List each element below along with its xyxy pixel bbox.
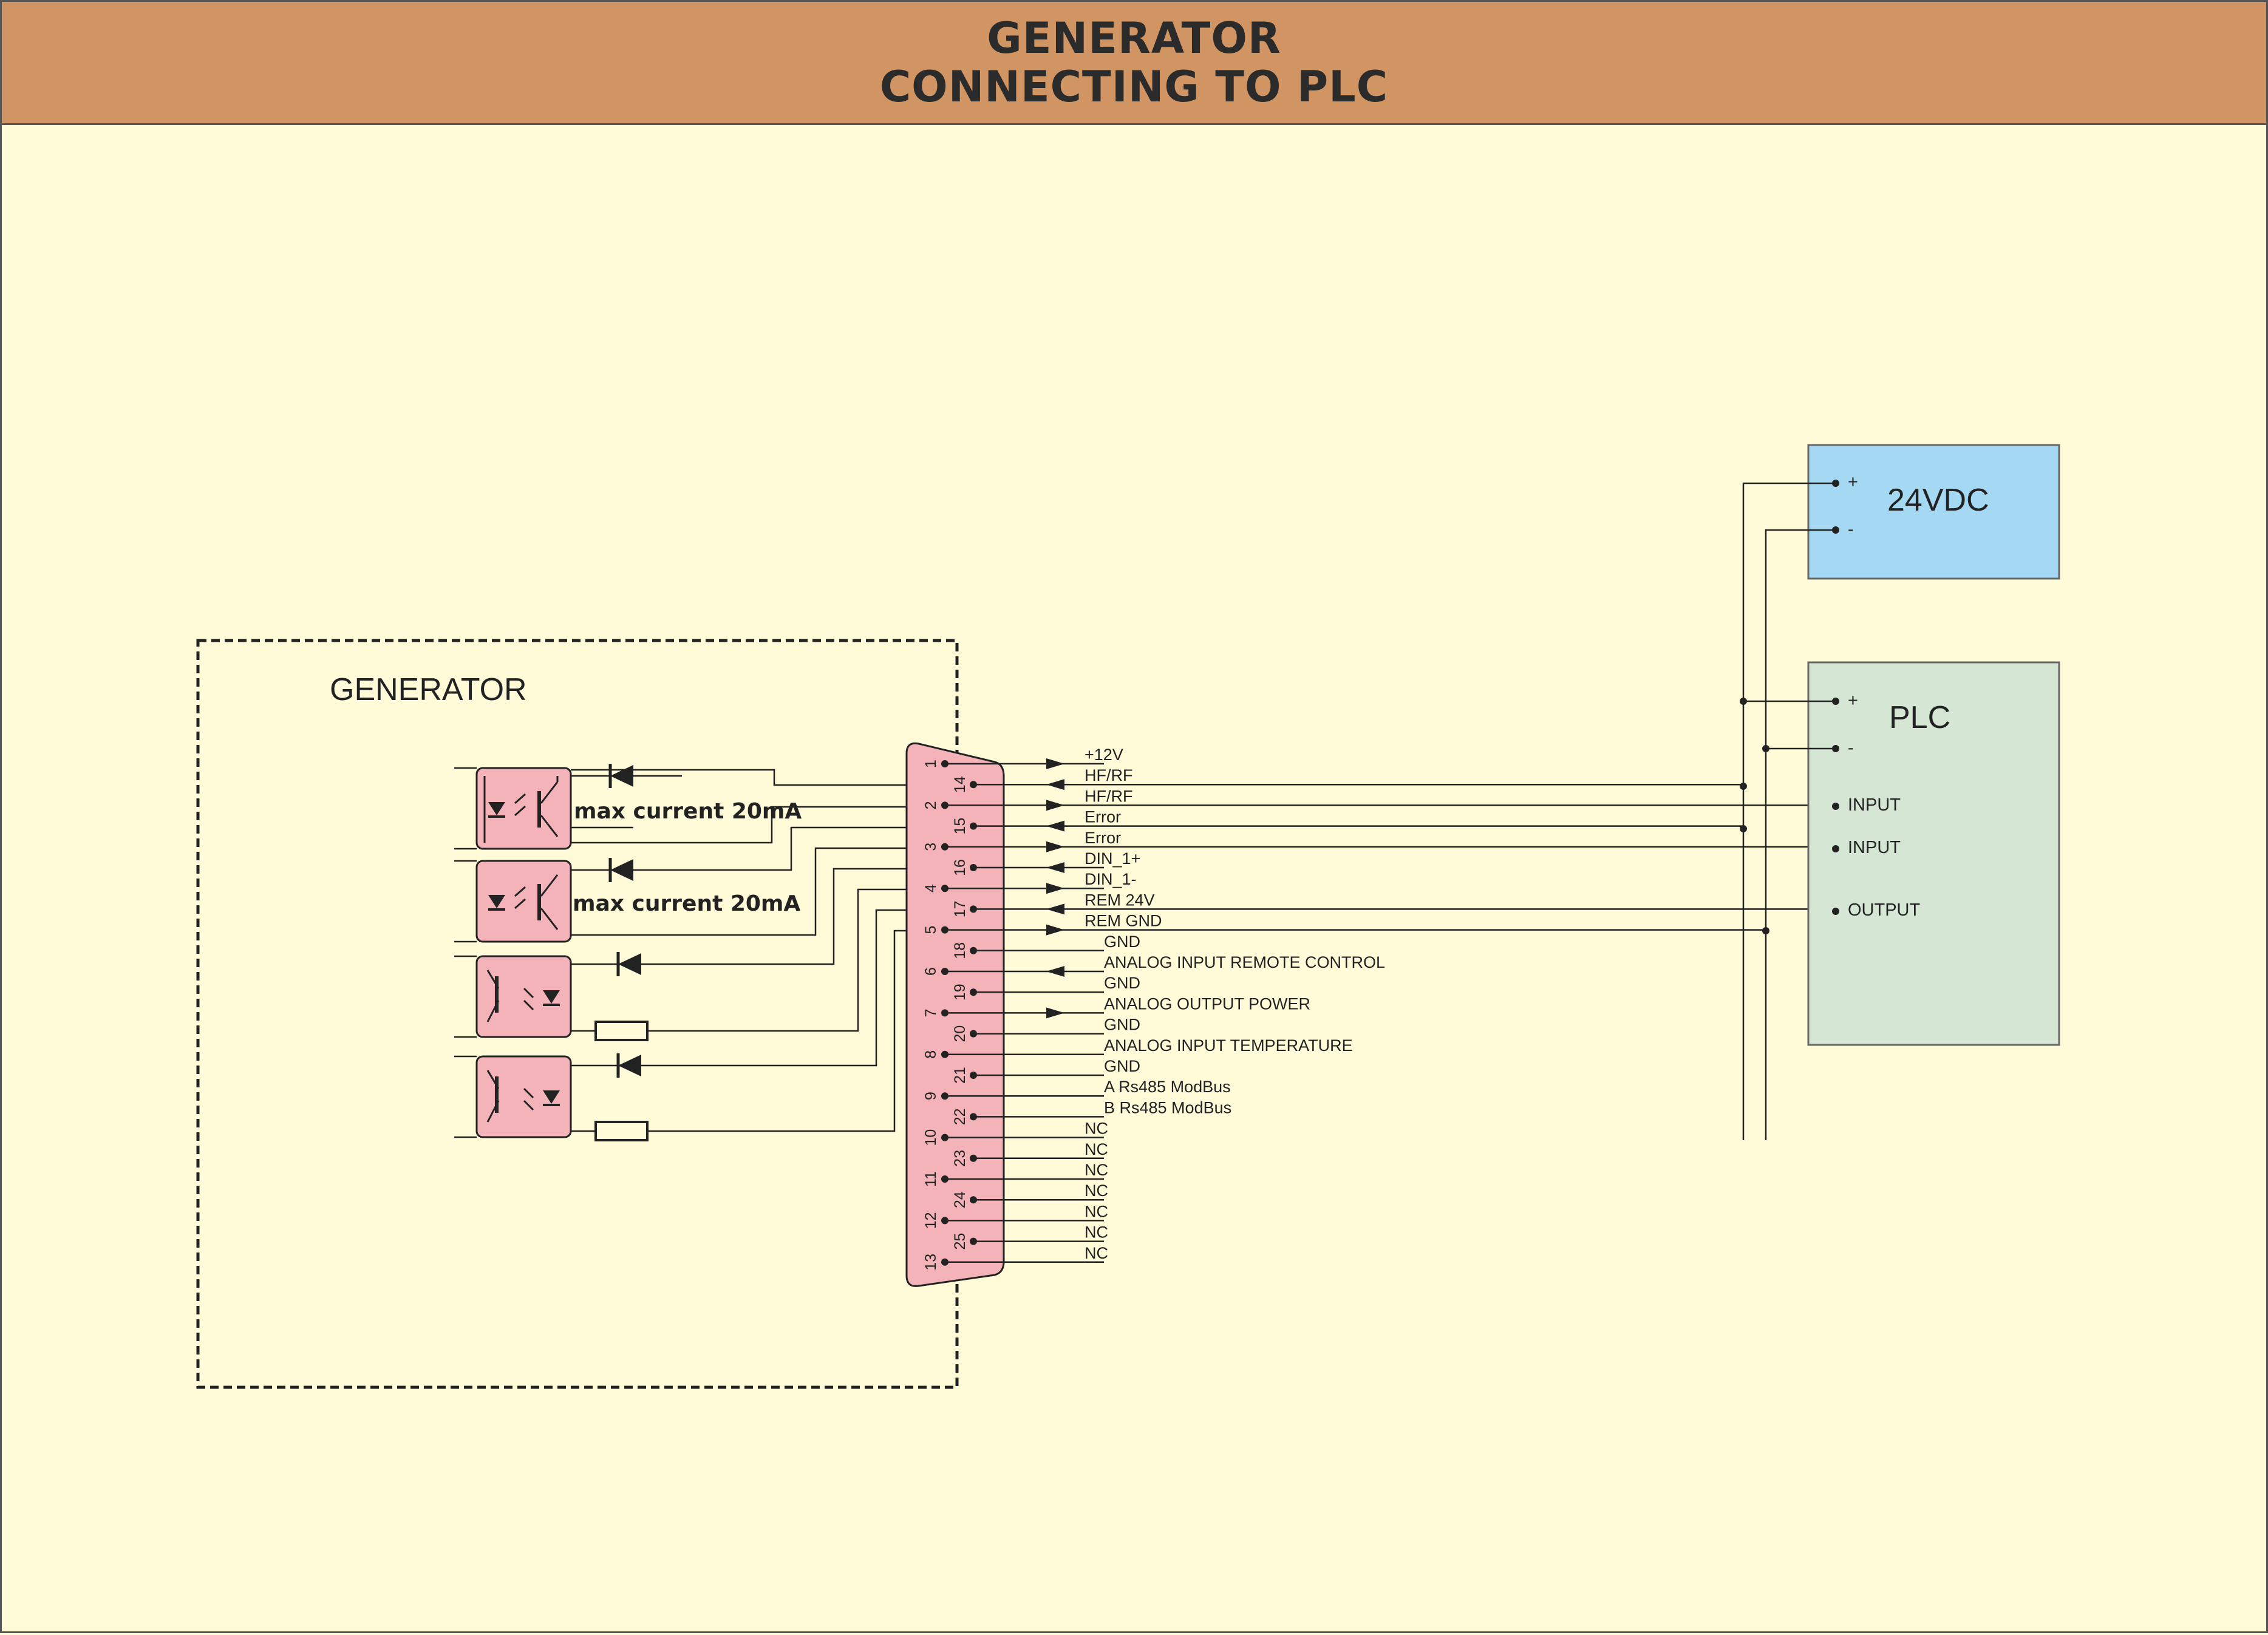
pin-number-8: 8 — [922, 1050, 939, 1059]
optocoupler-4 — [475, 1055, 572, 1138]
optocoupler-2 — [475, 860, 572, 943]
plc-minus-label: - — [1848, 738, 1854, 758]
pin-number-19: 19 — [952, 984, 969, 1001]
signal-label-9: REM GND — [1085, 912, 1162, 930]
opto-note-1: max current 20mA — [574, 799, 802, 824]
opto-note-2: max current 20mA — [573, 891, 800, 916]
signal-label-19: NC — [1085, 1120, 1108, 1138]
wire-arrow-7 — [1046, 1007, 1064, 1019]
signal-label-20: NC — [1085, 1140, 1108, 1158]
signal-label-11: ANALOG INPUT REMOTE CONTROL — [1104, 953, 1385, 971]
pin-number-21: 21 — [952, 1067, 969, 1084]
plc-box — [1807, 661, 2060, 1046]
signal-label-6: DIN_1+ — [1085, 849, 1140, 868]
signal-label-1: +12V — [1085, 746, 1123, 764]
pin-number-10: 10 — [922, 1129, 939, 1146]
plc-input-2-label: INPUT — [1848, 838, 1901, 857]
wire-arrow-17 — [1046, 903, 1064, 915]
psu-minus-label: - — [1848, 520, 1854, 539]
pin-number-13: 13 — [922, 1254, 939, 1271]
supply-bus — [1742, 482, 1836, 1140]
signal-label-21: NC — [1085, 1161, 1108, 1179]
wire-arrow-16 — [1046, 862, 1064, 873]
pin-number-1: 1 — [922, 760, 939, 768]
pin-number-11: 11 — [922, 1171, 939, 1187]
pin-number-17: 17 — [952, 900, 969, 917]
pin-number-22: 22 — [952, 1108, 969, 1125]
signal-label-8: REM 24V — [1085, 891, 1155, 909]
signal-label-23: NC — [1085, 1202, 1108, 1220]
signal-labels: +12VHF/RFHF/RFErrorErrorDIN_1+DIN_1-REM … — [1085, 746, 1385, 1262]
pin-number-14: 14 — [952, 776, 969, 793]
pin-number-6: 6 — [922, 967, 939, 976]
pin-number-20: 20 — [952, 1025, 969, 1042]
wire-arrow-1 — [1046, 758, 1064, 769]
pin-number-12: 12 — [922, 1212, 939, 1229]
title-banner: GENERATOR CONNECTING TO PLC — [2, 2, 2266, 125]
optocoupler-1 — [475, 767, 572, 850]
pin-number-7: 7 — [922, 1008, 939, 1017]
pin-number-4: 4 — [922, 884, 939, 892]
psu-box — [1807, 444, 2060, 580]
signal-label-15: ANALOG INPUT TEMPERATURE — [1104, 1036, 1353, 1055]
signal-label-5: Error — [1085, 829, 1121, 847]
signal-label-24: NC — [1085, 1223, 1108, 1242]
opto-leads — [454, 767, 477, 1138]
signal-label-25: NC — [1085, 1244, 1108, 1262]
signal-label-13: ANALOG OUTPUT POWER — [1104, 994, 1310, 1013]
signal-label-14: GND — [1104, 1016, 1140, 1034]
generator-label: GENERATOR — [330, 672, 527, 707]
diode-4 — [571, 1053, 682, 1078]
signal-wires — [945, 758, 1836, 1263]
optocoupler-3 — [475, 955, 572, 1038]
resistor-1 — [571, 1021, 682, 1041]
plc-label: PLC — [1889, 700, 1950, 735]
signal-label-7: DIN_1- — [1085, 870, 1137, 888]
signal-label-18: B Rs485 ModBus — [1104, 1098, 1231, 1117]
psu-label: 24VDC — [1887, 483, 1989, 518]
diode-2 — [571, 858, 682, 882]
resistor-2 — [571, 1121, 682, 1141]
pin-number-15: 15 — [952, 818, 969, 835]
plc-input-1-label: INPUT — [1848, 795, 1901, 815]
diode-3 — [571, 952, 682, 976]
wire-arrow-5 — [1046, 924, 1064, 936]
diode-1 — [571, 764, 682, 788]
bus-nodes — [1740, 480, 1839, 934]
wire-arrow-4 — [1046, 883, 1064, 894]
signal-label-3: HF/RF — [1085, 787, 1132, 805]
pin-number-24: 24 — [952, 1191, 969, 1208]
signal-label-10: GND — [1104, 933, 1140, 951]
signal-label-16: GND — [1104, 1057, 1140, 1075]
wire-arrow-14 — [1046, 779, 1064, 790]
pin-number-18: 18 — [952, 942, 969, 959]
psu-plus-label: + — [1848, 472, 1858, 492]
plc-output-label: OUTPUT — [1848, 900, 1921, 920]
wire-arrow-3 — [1046, 841, 1064, 852]
pin-number-25: 25 — [952, 1233, 969, 1250]
wire-arrow-6 — [1046, 966, 1064, 977]
pin-number-16: 16 — [952, 859, 969, 876]
title-line-2: CONNECTING TO PLC — [879, 62, 1389, 112]
wire-arrow-2 — [1046, 800, 1064, 811]
pin-number-9: 9 — [922, 1092, 939, 1100]
pin-number-3: 3 — [922, 843, 939, 851]
pin-number-5: 5 — [922, 926, 939, 934]
title-line-1: GENERATOR — [987, 13, 1281, 63]
signal-label-4: Error — [1085, 808, 1121, 826]
wire-arrow-15 — [1046, 820, 1064, 832]
signal-label-22: NC — [1085, 1181, 1108, 1200]
signal-label-2: HF/RF — [1085, 766, 1132, 784]
signal-label-17: A Rs485 ModBus — [1104, 1078, 1231, 1096]
pin-number-2: 2 — [922, 801, 939, 809]
generator-enclosure — [196, 639, 959, 1389]
pin-number-23: 23 — [952, 1150, 969, 1167]
plc-plus-label: + — [1848, 691, 1858, 710]
signal-label-12: GND — [1104, 974, 1140, 992]
connector-pins-bottom: 14 15 16 17 18 19 20 21 22 23 24 25 — [952, 776, 977, 1250]
